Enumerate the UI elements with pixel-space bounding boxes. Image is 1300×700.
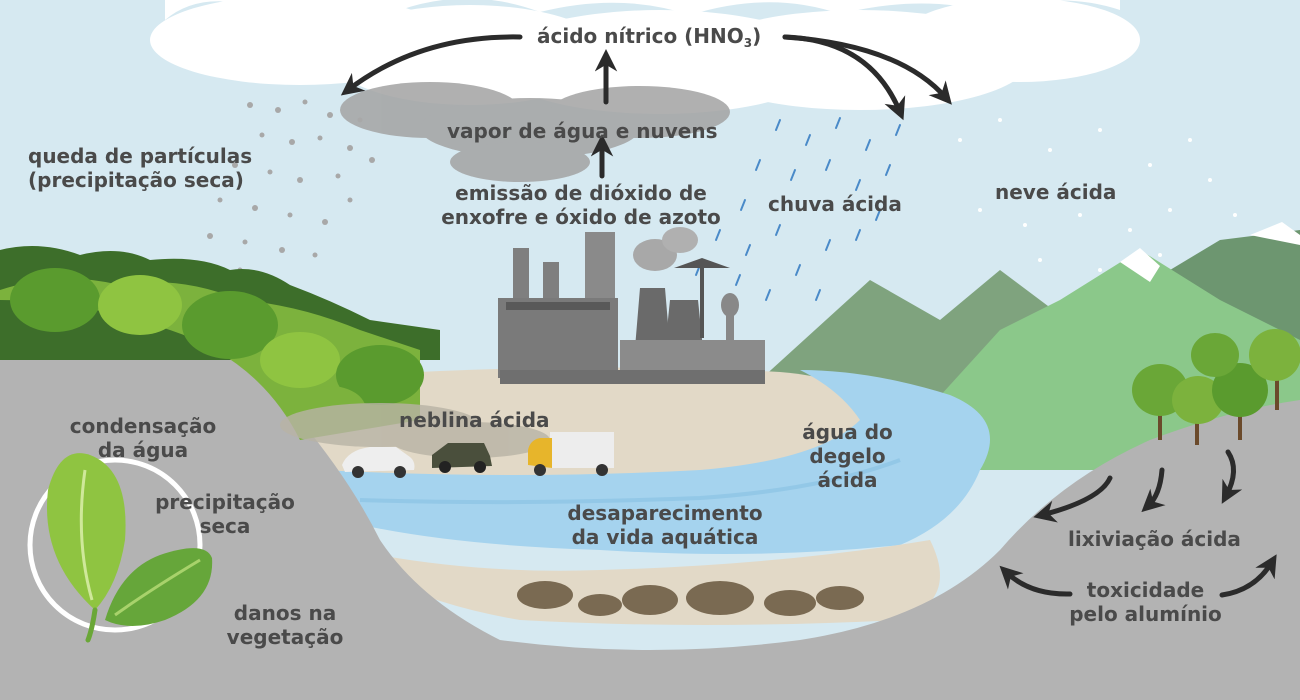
river [320, 370, 990, 554]
label-leaching: lixiviação ácida [1068, 527, 1241, 551]
arrow-leaching-2 [1141, 467, 1166, 513]
snow-cap [1120, 248, 1160, 282]
label-dry-particles: queda de partículas(precipitação seca) [28, 144, 253, 192]
arrow-leaching-3 [1221, 449, 1243, 504]
leaf-inset [27, 453, 213, 643]
dry-particles [207, 99, 375, 273]
snow-cap [1250, 222, 1300, 245]
arrow-aluminium-right [1219, 554, 1277, 598]
arrow-to-particles [340, 34, 523, 96]
rocks [517, 581, 864, 616]
arrow-leaching-1 [1033, 475, 1113, 523]
label-nitric-acid: ácido nítrico (HNO3) [537, 24, 762, 50]
label-acid-fog: neblina ácida [399, 408, 550, 432]
label-vapor: vapor de água e nuvens [447, 119, 718, 143]
gray-cloud [340, 82, 730, 182]
label-acid-rain: chuva ácida [768, 192, 902, 216]
arrow-aluminium-left [999, 565, 1073, 597]
snowflakes [958, 118, 1237, 272]
ground [0, 300, 1300, 700]
arrows [340, 34, 1277, 598]
right-trees [1132, 329, 1300, 445]
label-acid-snow: neve ácida [995, 180, 1117, 204]
factory [498, 227, 765, 384]
arrow-to-snow [782, 34, 952, 105]
vehicles [342, 432, 614, 478]
fog [280, 403, 550, 458]
rain-drops [695, 117, 901, 301]
